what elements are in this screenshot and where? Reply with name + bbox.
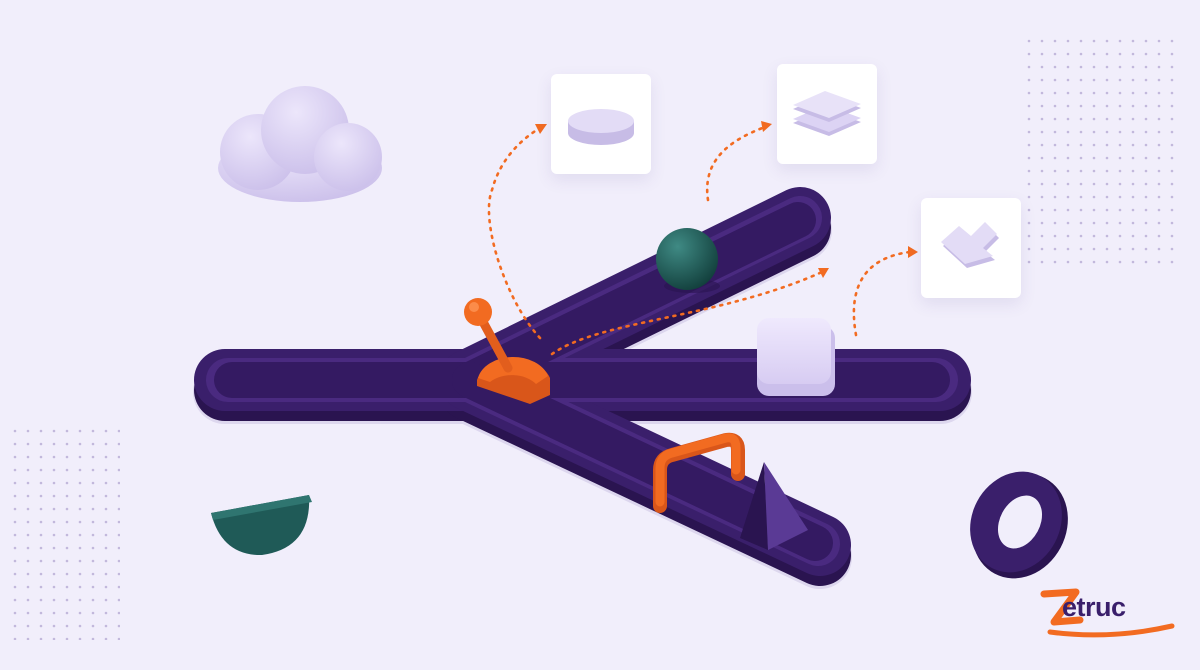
cursor-arrow-icon [941, 222, 999, 268]
arrow-heads [535, 121, 918, 278]
layers-card [777, 64, 877, 164]
dot-grid-top-right [1022, 30, 1182, 266]
logo-mark-icon [1040, 588, 1175, 638]
cube-icon [757, 318, 835, 396]
coin-icon [568, 109, 634, 145]
layers-icon [793, 91, 861, 136]
ring-icon [970, 471, 1068, 579]
logo-text: etruc [1062, 592, 1126, 622]
cursor-card [921, 198, 1021, 298]
zetruc-logo: etruc [1040, 586, 1180, 648]
coin-card [551, 74, 651, 174]
half-disc-icon [211, 495, 312, 556]
flow-arrows [487, 125, 912, 356]
cloud-icon [218, 86, 382, 202]
lever-icon [464, 298, 550, 404]
handle-icon [653, 432, 745, 513]
ball-icon [656, 228, 720, 293]
pyramid-icon [740, 462, 808, 550]
dot-grid-bottom-left [12, 420, 120, 640]
